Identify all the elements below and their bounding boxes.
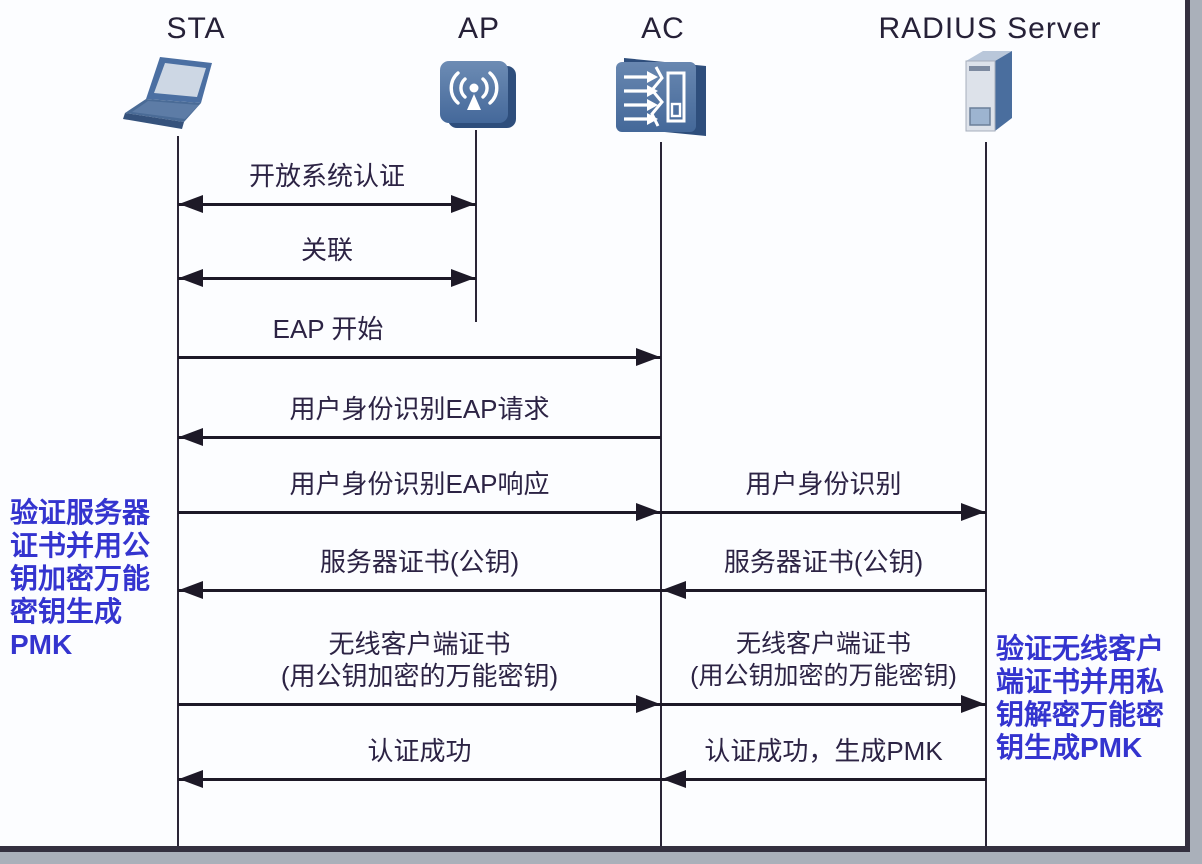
server-icon — [952, 48, 1022, 149]
arrowhead-left — [662, 770, 686, 788]
arrowhead-left — [179, 195, 203, 213]
diagram-canvas: STA AP AC RADIUS Server — [0, 0, 1190, 852]
arrow-line — [178, 511, 661, 514]
message-label: 用户身份识别 — [745, 469, 902, 499]
arrow-line — [178, 703, 661, 706]
message-label: 服务器证书(公钥) — [319, 547, 520, 577]
note-sta-pmk: 验证服务器 证书并用公 钥加密万能 密钥生成 PMK — [10, 497, 151, 660]
message-label: 用户身份识别EAP响应 — [289, 469, 550, 499]
arrow-line — [178, 436, 661, 439]
lifeline-sta — [177, 136, 179, 846]
message-label: 无线客户端证书 (用公钥加密的万能密钥) — [280, 629, 559, 691]
arrowhead-left — [179, 581, 203, 599]
message-label: 用户身份识别EAP请求 — [289, 394, 550, 424]
access-controller-icon — [612, 52, 710, 147]
note-radius-pmk: 验证无线客户 端证书并用私 钥解密万能密 钥生成PMK — [996, 633, 1165, 763]
arrow-line — [661, 589, 986, 592]
arrow-line — [178, 778, 661, 781]
arrowhead-right — [451, 269, 475, 287]
lifeline-ap — [475, 130, 477, 322]
message-label: 关联 — [300, 235, 353, 265]
message-label: EAP 开始 — [272, 314, 384, 344]
arrow-line — [178, 203, 476, 206]
arrow-line — [178, 356, 661, 359]
actor-label-radius: RADIUS Server — [878, 12, 1102, 45]
arrowhead-right — [451, 195, 475, 213]
message-label: 无线客户端证书 (用公钥加密的万能密钥) — [690, 630, 957, 690]
message-label: 服务器证书(公钥) — [723, 547, 924, 577]
message-label: 开放系统认证 — [248, 161, 405, 191]
actor-label-ap: AP — [457, 12, 501, 45]
arrowhead-left — [179, 770, 203, 788]
actor-label-sta: STA — [166, 12, 226, 45]
arrowhead-right — [961, 503, 985, 521]
message-label: 认证成功，生成PMK — [704, 736, 943, 766]
arrowhead-right — [636, 348, 660, 366]
arrowhead-right — [636, 503, 660, 521]
laptop-icon — [122, 56, 234, 145]
lifeline-ac — [660, 142, 662, 846]
arrow-line — [661, 703, 986, 706]
actor-label-ac: AC — [641, 12, 685, 45]
arrowhead-right — [961, 695, 985, 713]
lifeline-radius — [985, 142, 987, 846]
arrowhead-right — [636, 695, 660, 713]
arrow-line — [178, 277, 476, 280]
arrow-line — [661, 778, 986, 781]
arrowhead-left — [179, 269, 203, 287]
arrowhead-left — [179, 428, 203, 446]
access-point-icon — [434, 56, 526, 143]
arrowhead-left — [662, 581, 686, 599]
arrow-line — [178, 589, 661, 592]
message-label: 认证成功 — [367, 736, 472, 766]
arrow-line — [661, 511, 986, 514]
